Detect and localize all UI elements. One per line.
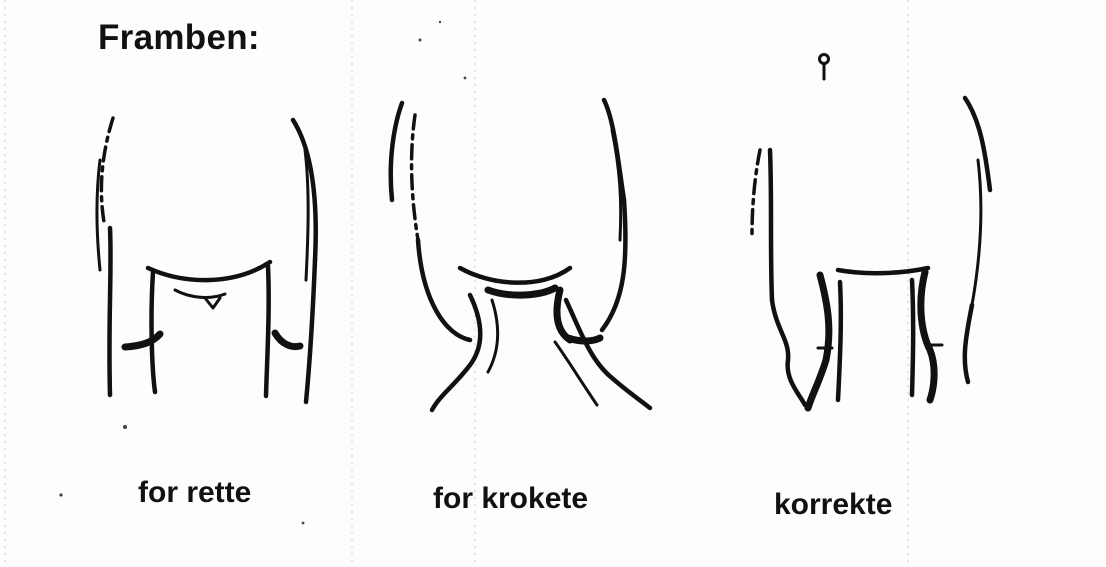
caption-too-straight: for rette — [138, 476, 251, 510]
figure-legs-too-straight — [97, 118, 316, 402]
caption-correct: korrekte — [774, 488, 892, 522]
figure-legs-too-crooked — [391, 100, 650, 410]
figure-legs-correct — [752, 55, 990, 409]
caption-too-crooked: for krokete — [433, 482, 588, 516]
